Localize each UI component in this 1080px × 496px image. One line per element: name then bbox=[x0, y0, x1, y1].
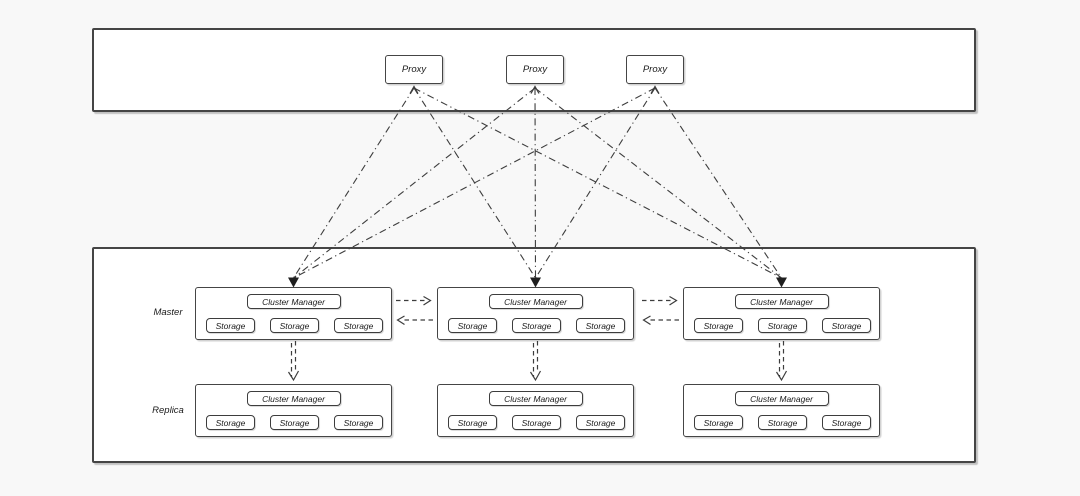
storage-node: Storage bbox=[270, 415, 319, 430]
storage-node: Storage bbox=[206, 415, 255, 430]
storage-node: Storage bbox=[822, 318, 871, 333]
replica-cluster-2: Cluster Manager Storage Storage Storage bbox=[437, 384, 634, 437]
storage-node: Storage bbox=[334, 318, 383, 333]
replica-cluster-1: Cluster Manager Storage Storage Storage bbox=[195, 384, 392, 437]
storage-node: Storage bbox=[512, 415, 561, 430]
storage-node: Storage bbox=[512, 318, 561, 333]
master-cluster-3: Cluster Manager Storage Storage Storage bbox=[683, 287, 880, 340]
cluster-manager-node: Cluster Manager bbox=[734, 391, 829, 406]
cluster-manager-node: Cluster Manager bbox=[246, 391, 341, 406]
proxy-node-2: Proxy bbox=[506, 55, 564, 84]
cluster-manager-node: Cluster Manager bbox=[734, 294, 829, 309]
storage-node: Storage bbox=[270, 318, 319, 333]
proxy-node-1: Proxy bbox=[385, 55, 443, 84]
proxy-node-3: Proxy bbox=[626, 55, 684, 84]
replica-row-label: Replica bbox=[152, 405, 184, 416]
storage-node: Storage bbox=[334, 415, 383, 430]
master-cluster-2: Cluster Manager Storage Storage Storage bbox=[437, 287, 634, 340]
cluster-manager-node: Cluster Manager bbox=[246, 294, 341, 309]
storage-node: Storage bbox=[448, 415, 497, 430]
master-cluster-1: Cluster Manager Storage Storage Storage bbox=[195, 287, 392, 340]
replica-cluster-3: Cluster Manager Storage Storage Storage bbox=[683, 384, 880, 437]
storage-node: Storage bbox=[576, 318, 625, 333]
storage-node: Storage bbox=[758, 415, 807, 430]
cluster-manager-node: Cluster Manager bbox=[488, 391, 583, 406]
cluster-manager-node: Cluster Manager bbox=[488, 294, 583, 309]
master-row-label: Master bbox=[153, 307, 183, 318]
storage-node: Storage bbox=[822, 415, 871, 430]
storage-node: Storage bbox=[694, 415, 743, 430]
storage-node: Storage bbox=[694, 318, 743, 333]
storage-node: Storage bbox=[206, 318, 255, 333]
storage-node: Storage bbox=[448, 318, 497, 333]
storage-node: Storage bbox=[758, 318, 807, 333]
storage-node: Storage bbox=[576, 415, 625, 430]
